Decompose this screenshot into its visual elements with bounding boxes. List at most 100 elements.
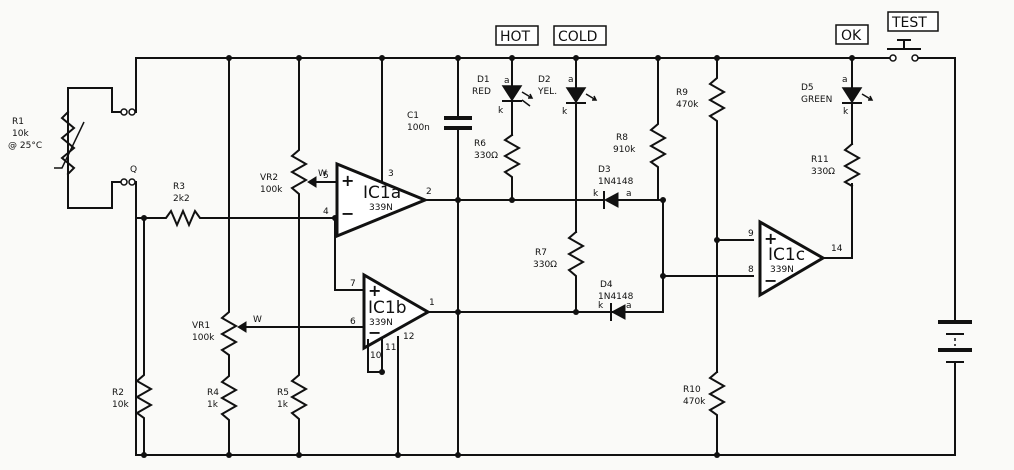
d3-anode: a <box>626 189 632 199</box>
diode-d4 <box>610 303 626 321</box>
test-indicator-box: TEST <box>887 11 939 32</box>
ic1c-pin-8: 8 <box>748 265 754 275</box>
r11-ref: R11 <box>811 155 829 165</box>
node-q-label: Q <box>130 165 137 175</box>
resistor-r2 <box>134 217 154 456</box>
capacitor-c1 <box>444 57 472 456</box>
c1-ref: C1 <box>407 111 419 121</box>
d4-cathode: k <box>598 301 604 311</box>
ic1b-plus-sign: + <box>368 281 381 300</box>
ic1b-pin-11: 11 <box>385 343 396 353</box>
r1-ref: R1 <box>12 117 24 127</box>
d5-cathode: k <box>843 107 849 117</box>
ic1a-pin-4: 4 <box>323 207 329 217</box>
vr1-wiper: W <box>253 315 262 325</box>
r5-value: 1k <box>277 400 289 410</box>
ic1c-pin-9: 9 <box>748 229 754 239</box>
ic1b-pin-1: 1 <box>429 298 435 308</box>
hot-indicator-box: HOT <box>495 25 539 46</box>
d3-value: 1N4148 <box>598 177 634 187</box>
vr2-ref: VR2 <box>260 173 278 183</box>
ok-label: OK <box>841 28 862 44</box>
d2-anode: a <box>568 75 574 85</box>
r6-ref: R6 <box>474 139 486 149</box>
battery-symbol <box>938 307 972 371</box>
ic1a-part: 339N <box>369 203 393 213</box>
vr2-value: 100k <box>260 185 283 195</box>
d4-anode: a <box>626 301 632 311</box>
hot-label: HOT <box>500 29 531 45</box>
resistor-r8 <box>648 57 754 313</box>
r6-value: 330Ω <box>474 151 498 161</box>
r2-ref: R2 <box>112 388 124 398</box>
led-d5-green <box>841 57 874 145</box>
d4-ref: D4 <box>600 280 613 290</box>
comparator-ic1b <box>334 217 664 456</box>
resistor-r11 <box>842 142 862 188</box>
c1-value: 100n <box>407 123 430 133</box>
ic1b-pin-12: 12 <box>403 332 414 342</box>
d2-cathode: k <box>562 107 568 117</box>
vr1-ref: VR1 <box>192 321 210 331</box>
d3-ref: D3 <box>598 165 611 175</box>
ic1a-label: IC1a <box>363 183 401 203</box>
comparator-ic1a <box>335 57 459 239</box>
vr2-wiper: W <box>318 169 327 179</box>
ic1b-pin-6: 6 <box>350 317 356 327</box>
ic1a-minus-sign: − <box>341 204 354 223</box>
r4-ref: R4 <box>207 388 219 398</box>
ic1c-label: IC1c <box>768 245 805 265</box>
ok-indicator-box: OK <box>835 24 869 45</box>
d1-ref: D1 <box>477 75 490 85</box>
resistor-r3 <box>143 208 336 228</box>
ic1b-label: IC1b <box>368 298 407 318</box>
r9-ref: R9 <box>676 88 688 98</box>
junction-dots <box>141 55 855 458</box>
comparator-ic1c <box>758 183 853 298</box>
thermistor-r1 <box>54 87 136 209</box>
ic1b-minus-sign: − <box>368 323 381 342</box>
potentiometer-vr1 <box>219 57 370 456</box>
r8-ref: R8 <box>616 133 628 143</box>
ground-rail <box>135 181 956 456</box>
resistor-r7 <box>566 230 586 313</box>
ic1a-pin-2: 2 <box>426 187 432 197</box>
r7-value: 330Ω <box>533 260 557 270</box>
d5-anode: a <box>842 75 848 85</box>
r2-value: 10k <box>112 400 129 410</box>
ic1c-pin-14: 14 <box>831 244 843 254</box>
r1-value: 10k <box>12 129 29 139</box>
d5-ref: D5 <box>801 83 814 93</box>
r5-ref: R5 <box>277 388 289 398</box>
r1-note: @ 25°C <box>8 141 42 151</box>
ic1c-minus-sign: − <box>764 271 777 290</box>
resistor-r9 <box>707 57 754 373</box>
d1-cathode: k <box>498 106 504 116</box>
d3-cathode: k <box>593 189 599 199</box>
diode-d3 <box>603 191 664 209</box>
ic1a-plus-sign: + <box>341 171 354 190</box>
r4-value: 1k <box>207 400 219 410</box>
r3-ref: R3 <box>173 182 185 192</box>
ic1b-pin-7: 7 <box>350 279 356 289</box>
r11-value: 330Ω <box>811 167 835 177</box>
vr1-value: 100k <box>192 333 215 343</box>
ic1b-part: 339N <box>369 318 393 328</box>
d4-value: 1N4148 <box>598 292 634 302</box>
r9-value: 470k <box>676 100 699 110</box>
d1-anode: a <box>504 76 510 86</box>
ic1a-pin-3: 3 <box>388 169 394 179</box>
ic1a-pin-5: 5 <box>323 171 329 181</box>
ic1b-pin-10: 10 <box>370 351 382 361</box>
r3-value: 2k2 <box>173 194 190 204</box>
ic1c-plus-sign: + <box>764 229 777 248</box>
test-pushbutton[interactable] <box>887 39 921 62</box>
d1-value: RED <box>472 87 491 97</box>
r7-ref: R7 <box>535 248 547 258</box>
r10-value: 470k <box>683 397 706 407</box>
cold-indicator-box: COLD <box>553 25 607 46</box>
d2-ref: D2 <box>538 75 551 85</box>
led-d2-yellow <box>565 57 598 233</box>
r10-ref: R10 <box>683 385 701 395</box>
